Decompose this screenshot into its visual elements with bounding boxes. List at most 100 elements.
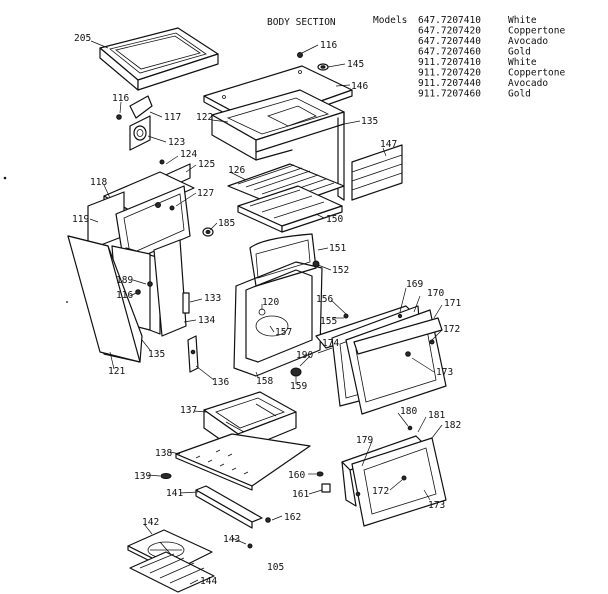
part-oven-door [315,305,447,415]
model-number: 911.7207420 [418,68,481,79]
part-label: 158 [256,376,273,387]
part-cooktop-tray [99,27,219,91]
part-oven-front-frame [233,233,323,377]
part-label: 124 [180,149,197,160]
part-label: 116 [112,93,129,104]
part-label: 159 [290,381,307,392]
part-label: 118 [90,177,107,188]
part-screw-top [297,52,303,58]
part-label: 119 [72,214,89,225]
part-label: 135 [148,349,165,360]
part-kick-plate [195,485,263,529]
model-color: Avocado [508,36,548,47]
part-hinge-bracket [116,95,153,151]
part-label: 141 [166,488,183,499]
part-label: 179 [356,435,373,446]
part-label: 172 [443,324,460,335]
model-color: Avocado [508,78,548,89]
part-label: 169 [406,279,423,290]
part-label: 133 [204,293,221,304]
part-bracket-133 [182,292,190,314]
model-list: 647.7207410 White 647.7207420 Coppertone… [418,15,565,100]
part-label: 151 [329,243,346,254]
model-color: Coppertone [508,26,565,37]
model-number: 911.7207410 [418,57,481,68]
part-label: 127 [197,188,214,199]
model-number: 647.7207440 [418,36,481,47]
part-left-side-panel [67,235,187,363]
part-label: 157 [275,327,292,338]
part-screw-162 [265,517,271,523]
part-label: 116 [116,290,133,301]
section-title: BODY SECTION [267,17,336,28]
part-label: 146 [351,81,368,92]
part-label: 145 [347,59,364,70]
part-label: 144 [200,576,217,587]
part-base-panel [175,433,311,491]
part-grommet [317,63,329,71]
part-label: 160 [288,470,305,481]
part-label: 156 [316,294,333,305]
part-bumper-159 [290,367,302,377]
part-label: 173 [436,367,453,378]
part-label: 180 [400,406,417,417]
part-body-frame [211,89,345,201]
part-label: 152 [332,265,349,276]
part-label: 173 [428,500,445,511]
scan-speck [3,176,7,180]
part-screw-160 [316,471,324,477]
model-number: 647.7207410 [418,15,481,26]
part-knob [202,227,214,237]
part-label: 117 [164,112,181,123]
part-side-panels [87,159,195,265]
part-label: 162 [284,512,301,523]
part-label: 172 [372,486,389,497]
model-number: 911.7207440 [418,78,481,89]
part-label: 122 [196,112,213,123]
part-label: 121 [108,366,125,377]
part-label: 205 [74,33,91,44]
part-label: 143 [223,534,240,545]
part-label: 189 [116,275,133,286]
model-number: 911.7207460 [418,89,481,100]
model-color: Coppertone [508,68,565,79]
part-label: 181 [428,410,445,421]
part-label: 142 [142,517,159,528]
part-label: 182 [444,420,461,431]
part-label: 125 [198,159,215,170]
part-label: 161 [292,489,309,500]
scan-speck [66,301,68,303]
part-label: 139 [134,471,151,482]
part-label: 126 [228,165,245,176]
part-label: 171 [444,298,461,309]
part-label: 137 [180,405,197,416]
part-clip-161 [321,483,331,493]
part-foot-139 [160,473,172,479]
model-number: 647.7207460 [418,47,481,58]
model-color: White [508,15,537,26]
part-hinge-136 [187,335,199,373]
part-drawer [341,425,447,527]
model-color: Gold [508,47,531,58]
model-color: Gold [508,89,531,100]
part-labels: 205 116 145 146 116 117 123 122 135 147 … [72,33,461,587]
part-label: 134 [198,315,215,326]
part-label: 138 [155,448,172,459]
part-label: 155 [320,316,337,327]
part-label: 136 [212,377,229,388]
part-label: 147 [380,139,397,150]
leader-lines [89,40,443,585]
part-broil-pan [237,185,343,233]
model-color: White [508,57,537,68]
model-number: 647.7207420 [418,26,481,37]
models-label: Models [373,15,407,26]
part-label: 123 [168,137,185,148]
part-vent-grille [351,144,403,201]
part-label: 170 [427,288,444,299]
part-screw-143 [247,543,253,549]
part-label: 185 [218,218,235,229]
part-label: 174 [322,338,339,349]
part-label: 120 [262,297,279,308]
part-label: 135 [361,116,378,127]
